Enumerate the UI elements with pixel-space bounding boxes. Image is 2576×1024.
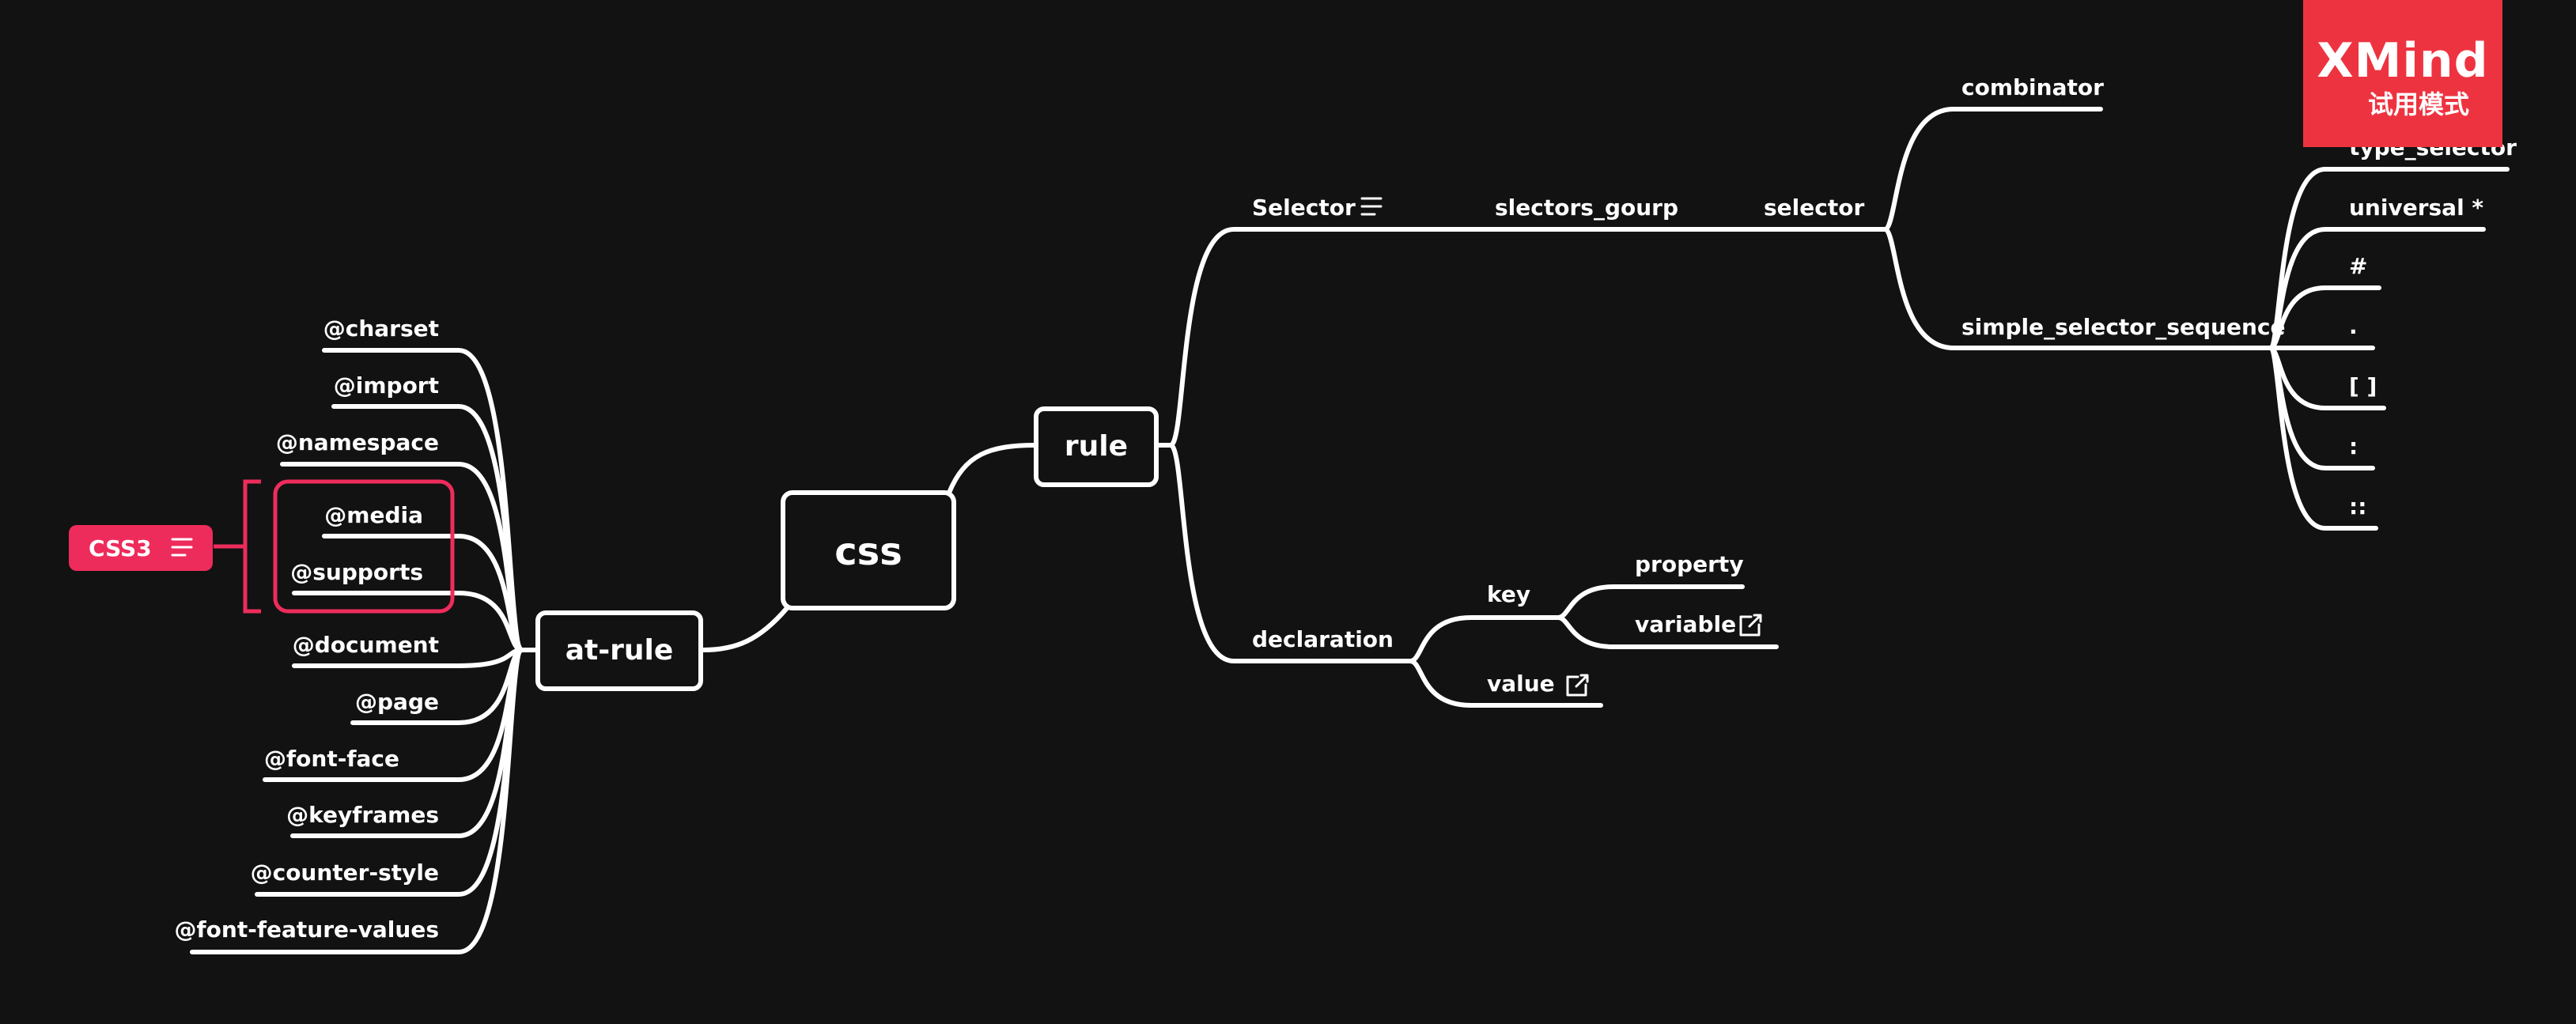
topic-page[interactable]: @page [355, 689, 439, 715]
declaration-branch: declaration key property variable value [1252, 551, 1762, 697]
topic-document[interactable]: @document [293, 632, 439, 658]
topic-declaration[interactable]: declaration [1252, 626, 1394, 652]
connector-atrule-fontfeature [190, 648, 540, 954]
topic-value[interactable]: value [1487, 671, 1555, 697]
topic-pseudo-element[interactable]: :: [2349, 493, 2366, 520]
topic-charset[interactable]: @charset [323, 316, 439, 342]
external-link-icon[interactable] [1566, 674, 1589, 697]
css3-tag[interactable] [69, 525, 213, 571]
topic-class-selector[interactable]: . [2349, 313, 2358, 339]
topic-key[interactable]: key [1487, 581, 1530, 607]
topic-media[interactable]: @media [324, 502, 423, 528]
at-rule-node-box [535, 610, 703, 691]
connector-rule-selector [1154, 227, 1402, 448]
connector-css-atrule [701, 606, 789, 652]
topic-id-selector[interactable]: # [2349, 253, 2367, 279]
topic-namespace[interactable]: @namespace [276, 429, 439, 455]
topic-import[interactable]: @import [334, 372, 439, 399]
topic-property[interactable]: property [1635, 551, 1744, 577]
css3-tag-label: CSS3 [89, 535, 152, 561]
connector-seq-id [2268, 285, 2381, 350]
rule-node-label: rule [1065, 430, 1128, 463]
topic-attribute-selector[interactable]: [ ] [2349, 373, 2377, 399]
topic-combinator[interactable]: combinator [1961, 74, 2104, 100]
external-link-icon[interactable] [1739, 614, 1762, 637]
node-rule[interactable]: rule [1034, 406, 1159, 487]
topic-slectors-gourp[interactable]: slectors_gourp [1495, 195, 1678, 221]
connector-css-rule [947, 443, 1038, 495]
topic-variable[interactable]: variable [1635, 611, 1736, 637]
boundary-bracket [214, 479, 261, 614]
at-rule-children: @charset @import @namespace @media @supp… [175, 316, 440, 943]
topic-keyframes[interactable]: @keyframes [286, 802, 439, 828]
central-node-box [781, 490, 956, 610]
connector-seq-pseudoelement [2268, 346, 2378, 531]
connector-selector-sequence [1882, 227, 2272, 350]
topic-simple-selector-sequence[interactable]: simple_selector_sequence [1961, 314, 2286, 340]
topic-font-feature-values[interactable]: @font-feature-values [175, 916, 440, 943]
rule-node-box [1034, 406, 1159, 487]
css3-boundary[interactable]: CSS3 [69, 479, 455, 614]
topic-universal[interactable]: universal * [2349, 195, 2483, 221]
boundary-frame [273, 479, 455, 614]
connector-decl-key [1408, 615, 1560, 663]
topic-selector[interactable]: Selector [1252, 195, 1356, 221]
connector-atrule-counterstyle [255, 648, 540, 897]
topic-font-face[interactable]: @font-face [264, 746, 399, 772]
topic-pseudo-class[interactable]: : [2349, 433, 2358, 459]
at-rule-node-label: at-rule [566, 634, 674, 667]
connector-decl-value [1408, 659, 1603, 708]
central-node-label: css [834, 530, 902, 574]
node-css[interactable]: css [781, 490, 956, 610]
connector-rule-declaration [1154, 443, 1413, 663]
connector-lines [190, 107, 2510, 954]
watermark-trial-label: 试用模式 [2367, 89, 2469, 119]
node-at-rule[interactable]: at-rule [535, 610, 703, 691]
connector-selector-combinator [1882, 107, 2103, 232]
connector-key-variable [1556, 615, 1779, 649]
topic-counter-style[interactable]: @counter-style [251, 860, 439, 886]
topic-supports[interactable]: @supports [290, 559, 423, 585]
xmind-trial-watermark: XMind 试用模式 [2303, 0, 2502, 147]
notes-icon [1360, 197, 1383, 216]
notes-icon [171, 538, 193, 557]
watermark-brand: XMind [2317, 33, 2489, 89]
topic-selector-child[interactable]: selector [1764, 195, 1864, 221]
